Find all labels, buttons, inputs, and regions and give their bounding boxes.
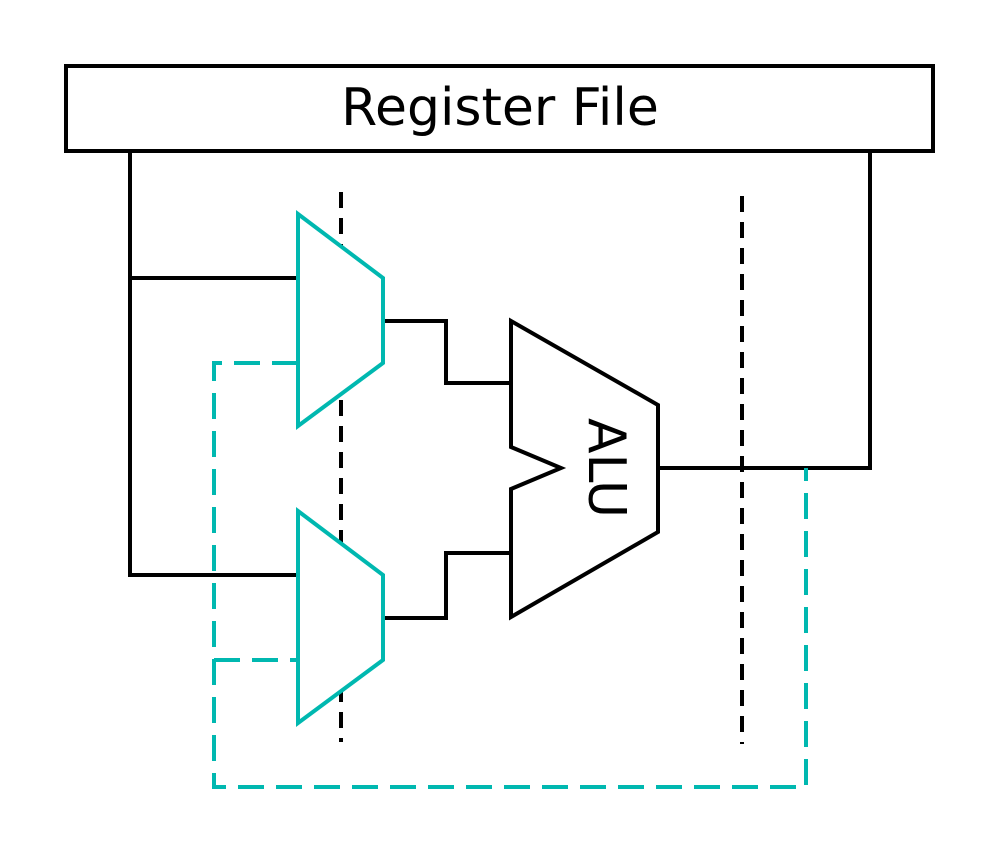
- writeback-wire: [656, 149, 872, 470]
- alu-block: [509, 317, 660, 621]
- mux-bottom: [296, 506, 385, 727]
- register-file-label: Register File: [341, 78, 659, 138]
- mux-top-to-alu-wire: [381, 319, 513, 385]
- mux-top: [296, 209, 385, 430]
- mux-bottom-to-alu-wire: [381, 551, 513, 620]
- register-file-box: [64, 64, 935, 153]
- forwarding-path: [212, 361, 808, 789]
- regfile-read-wire: [128, 149, 300, 577]
- alu-label: ALU: [576, 418, 636, 518]
